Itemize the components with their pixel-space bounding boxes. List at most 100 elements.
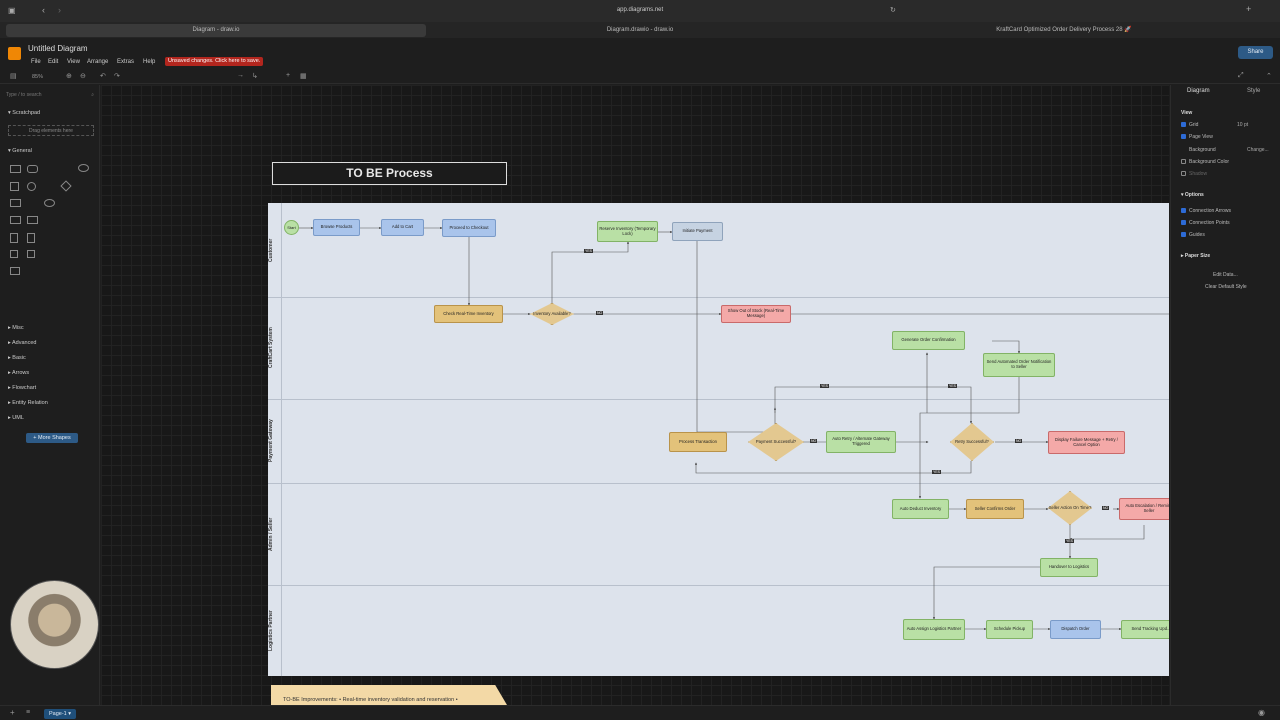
- swimlane-diagram[interactable]: Customer CraftCart System Payment Gatewa…: [268, 203, 1169, 676]
- connection-arrows-checkbox[interactable]: Connection Arrows: [1181, 208, 1231, 214]
- page-tab[interactable]: Page-1 ▾: [44, 709, 76, 719]
- share-button[interactable]: Share: [1238, 46, 1273, 59]
- general-header[interactable]: ▾ General: [8, 148, 32, 154]
- zoom-in-icon[interactable]: ⊕: [66, 73, 72, 80]
- pages-menu-icon[interactable]: ≡: [26, 709, 31, 716]
- grid-checkbox[interactable]: Grid: [1181, 122, 1198, 128]
- tab-diagram[interactable]: Diagram - draw.io: [6, 24, 426, 37]
- shape-rectangle[interactable]: [10, 165, 21, 173]
- github-icon[interactable]: ◉: [1258, 708, 1265, 717]
- tab-diagram-panel[interactable]: Diagram: [1187, 88, 1210, 94]
- node-seller-confirms[interactable]: Seller Confirms Order: [966, 499, 1024, 519]
- zoom-level[interactable]: 85%: [32, 74, 44, 80]
- node-dispatch-order[interactable]: Dispatch Order: [1050, 620, 1101, 639]
- new-tab-icon[interactable]: +: [1246, 4, 1252, 14]
- node-schedule-pickup[interactable]: Schedule Pickup: [986, 620, 1033, 639]
- shape-circle[interactable]: [27, 182, 36, 191]
- shape-step[interactable]: [27, 250, 35, 258]
- tab-kraftcard[interactable]: KraftCard Optimized Order Delivery Proce…: [854, 24, 1274, 37]
- sidebar-toggle-icon[interactable]: ▣: [8, 6, 16, 15]
- node-handover-logistics[interactable]: Handover to Logistics: [1040, 558, 1098, 577]
- clear-default-style-button[interactable]: Clear Default Style: [1205, 284, 1247, 290]
- scratchpad-header[interactable]: ▾ Scratchpad: [8, 110, 41, 116]
- shape-rhombus[interactable]: [60, 180, 72, 192]
- section-misc[interactable]: ▸ Misc: [8, 325, 24, 331]
- shape-table[interactable]: [10, 216, 21, 224]
- node-out-of-stock[interactable]: Show Out of Stock (Real-Time Message): [721, 305, 791, 323]
- decision-inventory-available[interactable]: Inventory Available?: [530, 303, 574, 325]
- shape-square[interactable]: [10, 182, 19, 191]
- node-generate-confirmation[interactable]: Generate Order Confirmation: [892, 331, 965, 350]
- scratchpad-dropzone[interactable]: Drag elements here: [8, 125, 94, 136]
- insert-icon[interactable]: +: [286, 72, 291, 79]
- node-check-inventory[interactable]: Check Real-Time Inventory: [434, 305, 503, 323]
- node-auto-escalation[interactable]: Auto Escalation / Remind Seller: [1119, 498, 1169, 520]
- node-process-transaction[interactable]: Process Transaction: [669, 432, 727, 452]
- undo-icon[interactable]: ↶: [100, 73, 106, 80]
- menu-view[interactable]: View: [67, 59, 80, 65]
- unsaved-changes-button[interactable]: Unsaved changes. Click here to save.: [165, 57, 264, 66]
- section-flowchart[interactable]: ▸ Flowchart: [8, 385, 37, 391]
- redo-icon[interactable]: ↷: [114, 73, 120, 80]
- edit-data-button[interactable]: Edit Data...: [1213, 272, 1238, 278]
- add-page-icon[interactable]: +: [10, 708, 15, 717]
- menu-extras[interactable]: Extras: [117, 59, 135, 65]
- document-title[interactable]: Untitled Diagram: [28, 44, 88, 53]
- background-color-checkbox[interactable]: Background Color: [1181, 159, 1229, 165]
- page-view-checkbox[interactable]: Page View: [1181, 134, 1213, 140]
- options-section-title[interactable]: ▾ Options: [1181, 192, 1204, 198]
- shadow-checkbox[interactable]: Shadow: [1181, 171, 1207, 177]
- decision-retry-successful[interactable]: Retry Successful?: [950, 423, 994, 461]
- address-bar[interactable]: app.diagrams.net: [616, 7, 664, 13]
- node-browse-products[interactable]: Browse Products: [313, 219, 360, 236]
- shape-rounded-rectangle[interactable]: [27, 165, 38, 173]
- back-icon[interactable]: ‹: [42, 5, 45, 15]
- node-add-to-cart[interactable]: Add to Cart: [381, 219, 424, 236]
- connection-points-checkbox[interactable]: Connection Points: [1181, 220, 1230, 226]
- menu-arrange[interactable]: Arrange: [87, 59, 109, 65]
- node-assign-logistics[interactable]: Auto Assign Logistics Partner: [903, 619, 965, 640]
- shape-document[interactable]: [10, 233, 18, 243]
- shape-container[interactable]: [10, 267, 20, 275]
- reload-icon[interactable]: ↻: [890, 7, 896, 14]
- zoom-out-icon[interactable]: ⊖: [80, 73, 86, 80]
- node-deduct-inventory[interactable]: Auto Deduct Inventory: [892, 499, 949, 519]
- collapse-icon[interactable]: ⌃: [1266, 73, 1272, 80]
- section-advanced[interactable]: ▸ Advanced: [8, 340, 37, 346]
- menu-file[interactable]: File: [31, 59, 41, 65]
- waypoint-icon[interactable]: ↳: [252, 73, 258, 80]
- node-notify-seller[interactable]: Send Automated Order Notification to Sel…: [983, 353, 1055, 377]
- section-uml[interactable]: ▸ UML: [8, 415, 24, 421]
- diagram-canvas[interactable]: TO BE Process Customer CraftCart System …: [101, 85, 1169, 705]
- grid-size-input[interactable]: 10 pt: [1237, 122, 1249, 128]
- forward-icon[interactable]: ›: [58, 5, 61, 15]
- shape-hexagon[interactable]: [10, 199, 21, 207]
- decision-seller-on-time[interactable]: Seller Action On Time?: [1048, 491, 1092, 525]
- tab-style-panel[interactable]: Style: [1247, 88, 1261, 94]
- format-panel-icon[interactable]: ▤: [10, 73, 17, 80]
- section-basic[interactable]: ▸ Basic: [8, 355, 26, 361]
- improvements-note[interactable]: TO-BE Improvements: • Real-time inventor…: [271, 685, 507, 705]
- table-icon[interactable]: ▦: [300, 73, 307, 80]
- node-proceed-checkout[interactable]: Proceed to Checkout: [442, 219, 496, 237]
- shape-search-input[interactable]: Type / to search⌕: [6, 90, 96, 100]
- node-failure-message[interactable]: Display Failure Message + Retry / Cancel…: [1048, 431, 1125, 454]
- tab-diagram-drawio[interactable]: Diagram.drawio - draw.io: [430, 24, 850, 37]
- diagram-title[interactable]: TO BE Process: [272, 162, 507, 185]
- paper-size-section[interactable]: ▸ Paper Size: [1181, 253, 1211, 259]
- shape-note[interactable]: [27, 233, 35, 243]
- shape-ellipse[interactable]: [78, 164, 89, 172]
- change-background-button[interactable]: Change...: [1247, 147, 1269, 153]
- start-node[interactable]: Start: [284, 220, 299, 235]
- node-initiate-payment[interactable]: Initiate Payment: [672, 222, 723, 241]
- decision-payment-successful[interactable]: Payment Successful?: [748, 423, 804, 461]
- guides-checkbox[interactable]: Guides: [1181, 232, 1205, 238]
- menu-edit[interactable]: Edit: [48, 59, 59, 65]
- fullscreen-icon[interactable]: ⤢: [1238, 72, 1244, 79]
- shape-process[interactable]: [27, 216, 38, 224]
- node-reserve-inventory[interactable]: Reserve Inventory (Temporary Lock): [597, 221, 658, 242]
- more-shapes-button[interactable]: + More Shapes: [26, 433, 78, 443]
- section-entity-relation[interactable]: ▸ Entity Relation: [8, 400, 48, 406]
- shape-cylinder[interactable]: [44, 199, 55, 207]
- menu-help[interactable]: Help: [143, 59, 156, 65]
